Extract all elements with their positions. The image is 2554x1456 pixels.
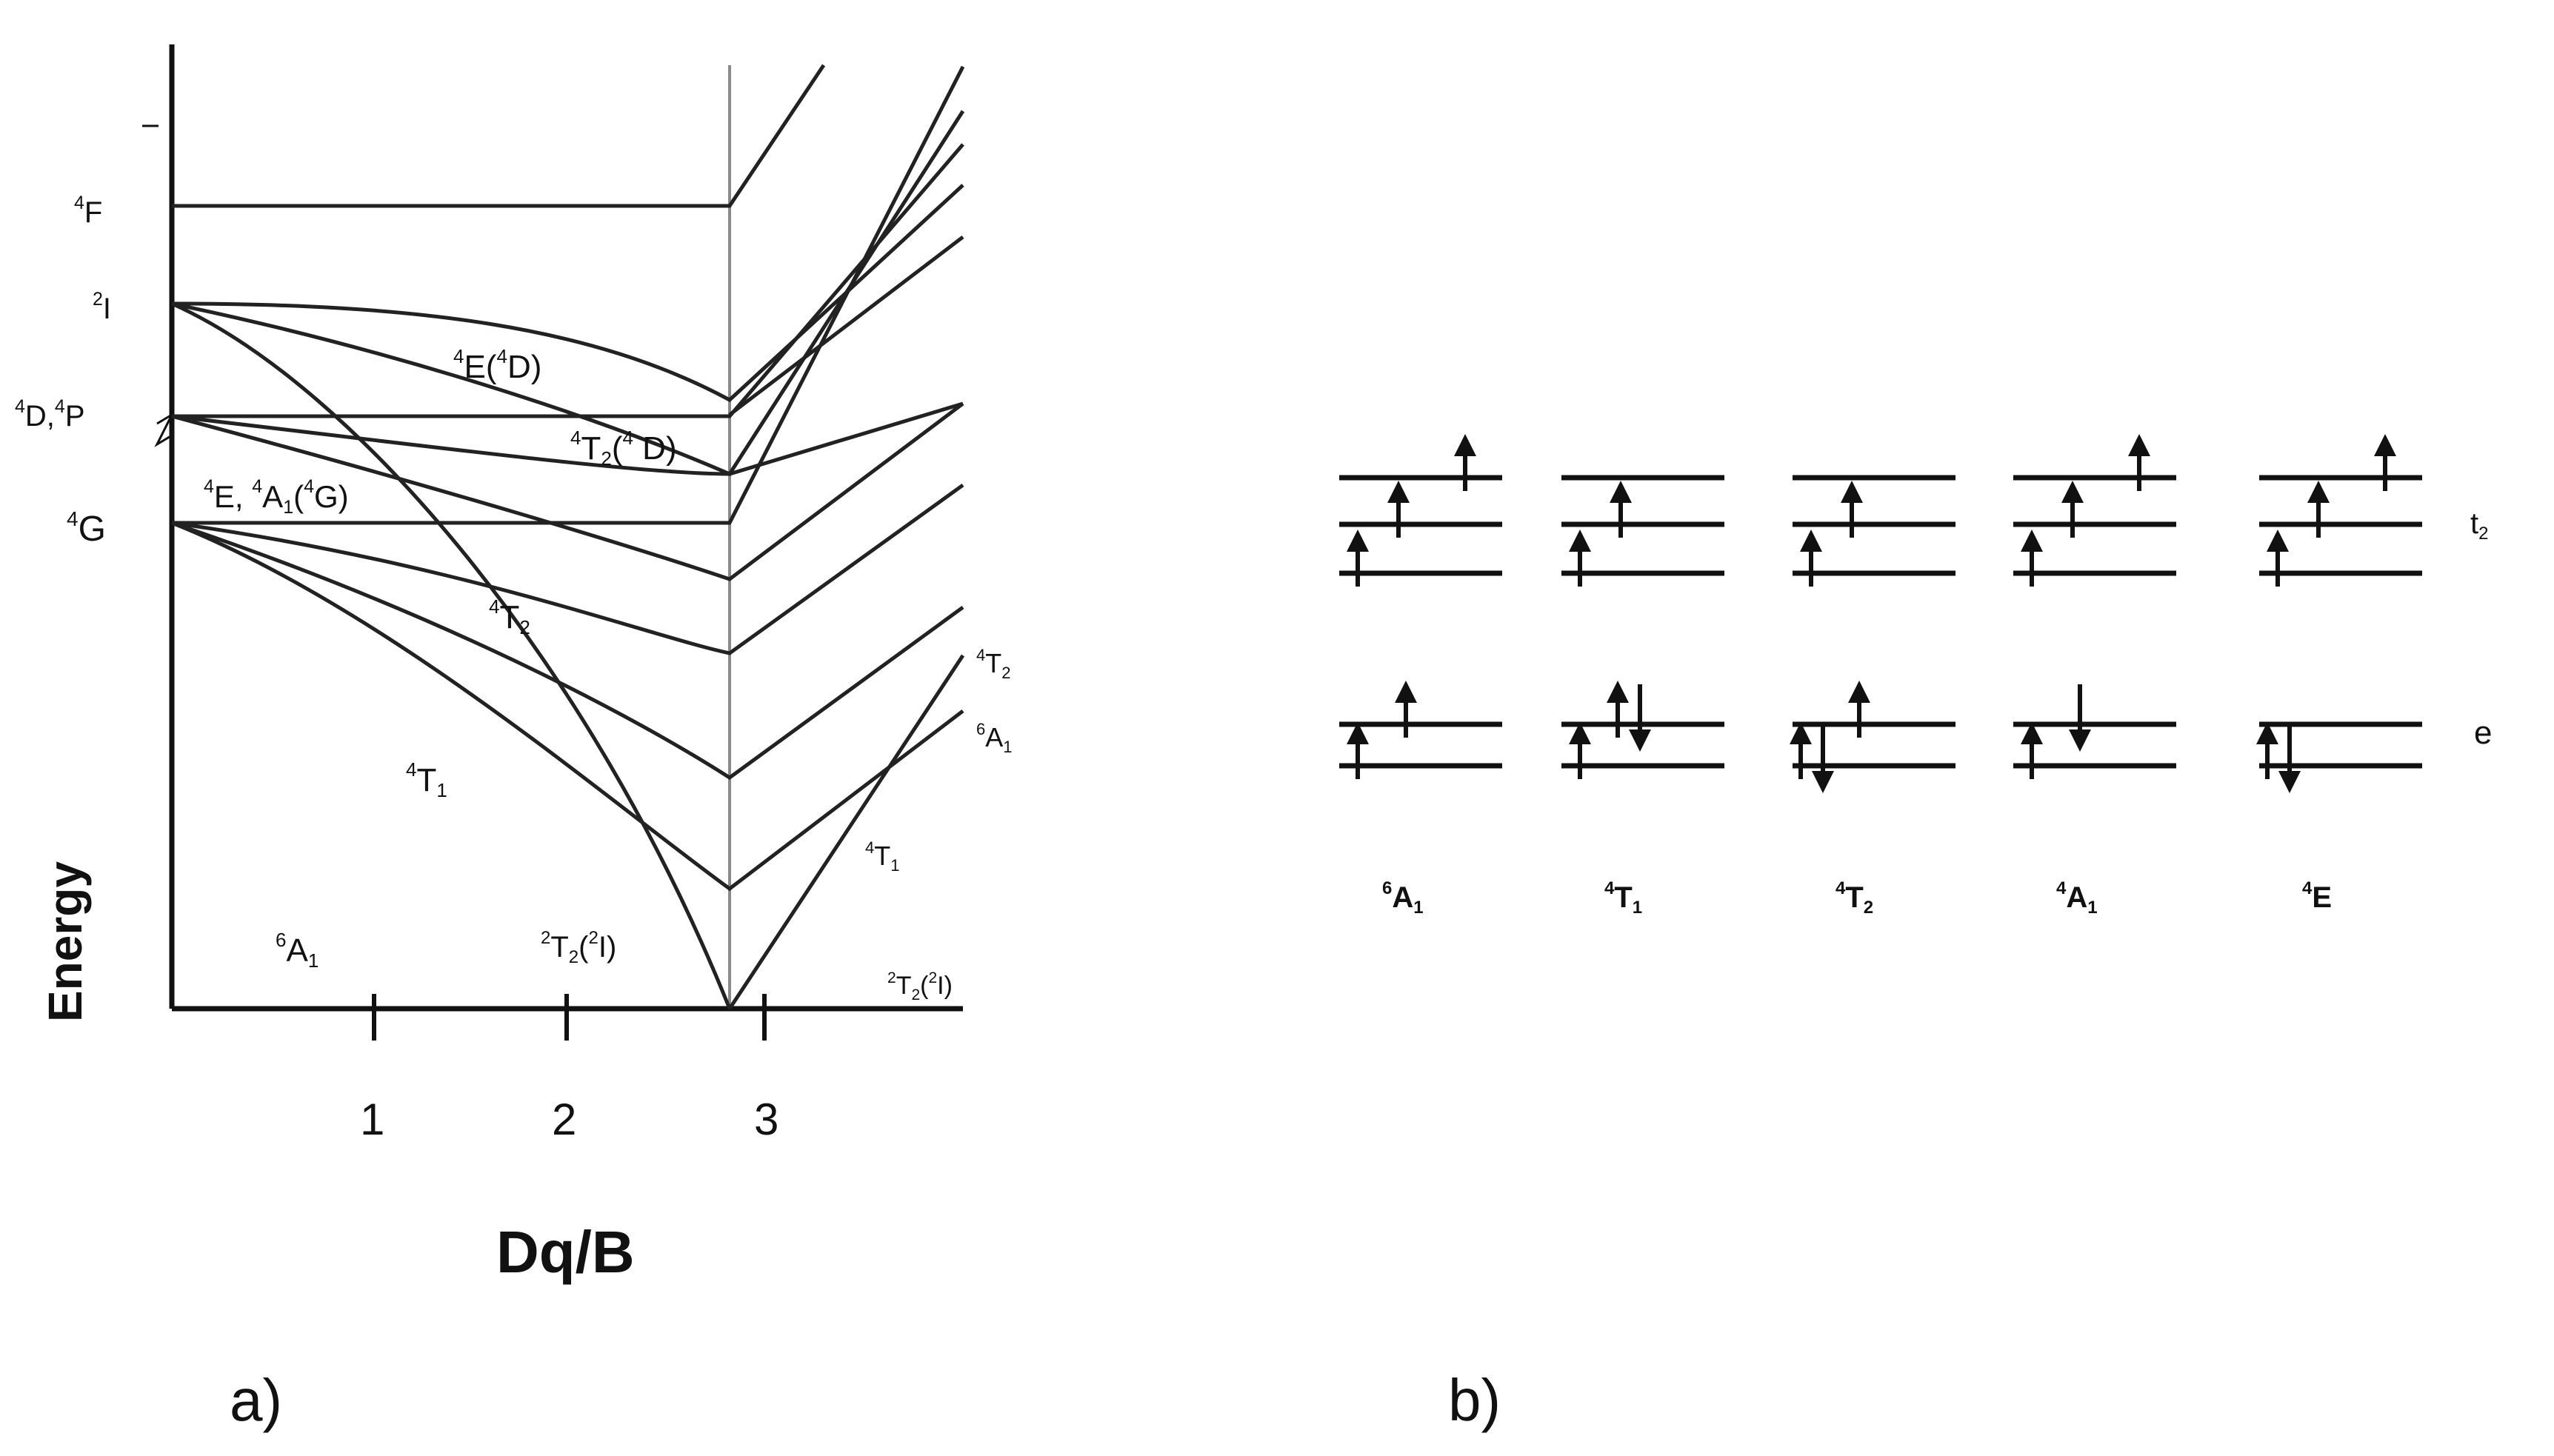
configuration-4T1: 4T1 [1561, 475, 1724, 918]
electron-configuration-panel: 6A1 4T1 4T2 4A1 4E t2 e b) [1339, 434, 2492, 1433]
curve-4T2-4D [171, 110, 965, 477]
configuration-label: 4T2 [1836, 878, 1873, 918]
panel-a-label: a) [230, 1367, 282, 1433]
curve-2I-upper [728, 236, 964, 416]
energy-level-diagram: 4F 2I 4D,4P 4G 4E(4D) 4T2(4 D) 4E, 4A1(4… [15, 44, 1013, 1433]
configuration-label: 4E [2302, 878, 2332, 914]
term-label-4F: 4F [74, 193, 102, 229]
x-tick-label-1: 1 [360, 1095, 384, 1144]
y-axis-label: Energy [39, 861, 92, 1022]
right-label-2T2-2I: 2T2(2I) [887, 969, 953, 1003]
axis-break-mark [154, 412, 175, 447]
t2-orbital-label: t2 [2470, 507, 2488, 544]
configuration-label: 4A1 [2056, 878, 2098, 918]
panel-b-label: b) [1448, 1367, 1501, 1433]
curve-4F [172, 64, 826, 208]
curve-label-4E-4D: 4E(4D) [453, 345, 541, 385]
curve-4T1-upper [171, 521, 964, 781]
term-curves [170, 64, 965, 1010]
curve-label-6A1: 6A1 [276, 929, 319, 972]
curve-label-4T2: 4T2 [489, 595, 530, 638]
curve-label-4T1: 4T1 [406, 758, 447, 801]
curve-4G-flat [172, 65, 965, 525]
term-label-4D-4P: 4D,4P [15, 396, 85, 433]
curve-4E-4D [171, 184, 964, 403]
term-label-2I: 2I [93, 289, 111, 325]
curve-4T1 [171, 521, 964, 892]
curve-4T2 [171, 483, 964, 655]
configuration-label: 4T1 [1604, 878, 1642, 918]
curve-label-2T2-2I: 2T2(2I) [541, 928, 616, 967]
curve-label-4E-4A1-4G: 4E, 4A1(4G) [204, 476, 349, 518]
curve-2T2-2I [727, 654, 965, 1010]
configuration-6A1: 6A1 [1339, 434, 1502, 918]
e-orbital-label: e [2474, 715, 2492, 751]
curve-2I-steep [170, 301, 732, 1009]
curve-label-4T2-4D: 4T2(4 D) [570, 427, 677, 470]
term-label-4G: 4G [67, 507, 106, 549]
curve-4P [171, 401, 964, 476]
x-axis-label: Dq/B [496, 1219, 635, 1285]
curve-4D-flat [172, 143, 964, 418]
configuration-4E: 4E [2256, 434, 2422, 914]
configuration-label: 6A1 [1382, 878, 1424, 918]
configuration-4A1: 4A1 [2013, 434, 2176, 918]
right-label-4T1: 4T1 [865, 838, 900, 875]
right-label-6A1: 6A1 [976, 720, 1013, 756]
x-tick-label-3: 3 [754, 1095, 778, 1144]
right-label-4T2: 4T2 [976, 646, 1011, 682]
configuration-4T2: 4T2 [1790, 475, 1955, 918]
t2-subscript: 2 [2478, 524, 2488, 544]
curve-4E-4A1-4G [171, 402, 964, 581]
x-tick-label-2: 2 [552, 1095, 576, 1144]
